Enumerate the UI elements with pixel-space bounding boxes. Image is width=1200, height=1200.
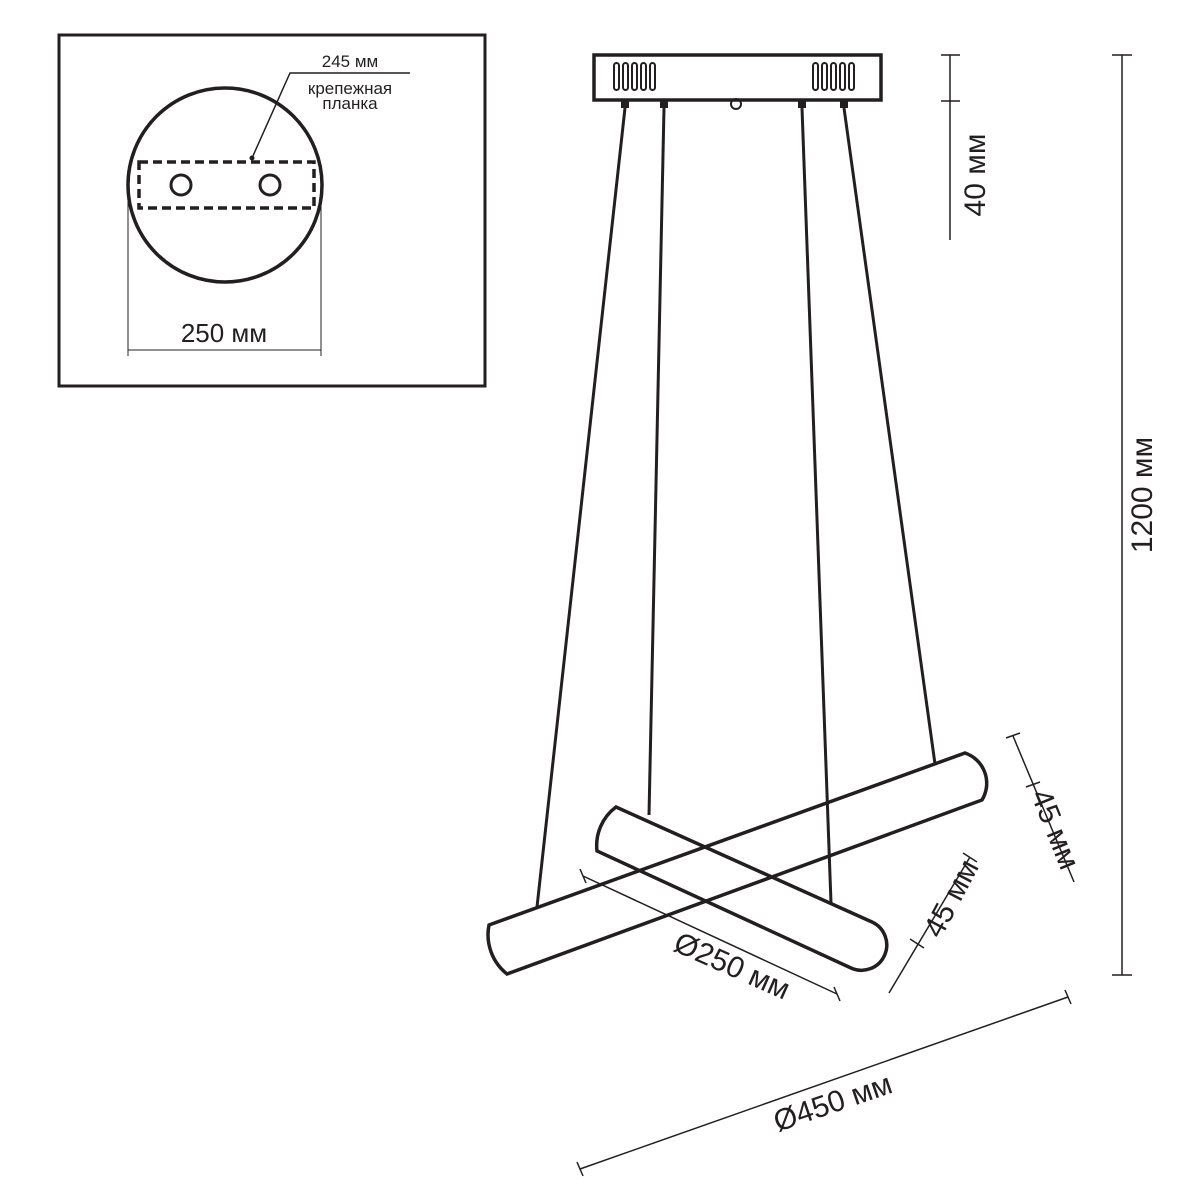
- canopy-vents-right: [812, 62, 855, 91]
- bracket-label-line1: крепежная: [308, 79, 392, 98]
- dim-large-ring-diameter: Ø450 мм: [576, 989, 1072, 1177]
- large-ring-thickness-label: 45 мм: [1024, 785, 1086, 874]
- inset-panel: 245 мм крепежная планка 250 мм: [57, 33, 487, 388]
- mounting-hole-right: [258, 173, 282, 197]
- small-ring-thickness-label: 45 мм: [918, 854, 986, 943]
- large-ring-diameter-label: Ø450 мм: [769, 1067, 896, 1138]
- canopy-vents-left: [613, 62, 656, 91]
- dim-small-ring-thickness: 45 мм: [888, 852, 986, 994]
- leader-dot: [249, 155, 255, 161]
- cable-small-ring-left: [647, 107, 666, 816]
- cable-large-ring-right: [842, 107, 937, 765]
- canopy-circle: [126, 86, 324, 284]
- bracket-leader-line: [251, 72, 410, 159]
- lamp-side-view: [486, 53, 989, 976]
- mounting-hole-left: [169, 173, 193, 197]
- dim-large-ring-thickness: 45 мм: [1005, 732, 1086, 883]
- mounting-bracket: [137, 160, 316, 210]
- inset-frame: [57, 33, 487, 388]
- total-height-label: 1200 мм: [1126, 437, 1159, 553]
- large-ring: [486, 751, 989, 976]
- cable-large-ring-left: [535, 107, 627, 908]
- dim-total-height: 1200 мм: [1112, 54, 1159, 976]
- canopy-height-label: 40 мм: [959, 134, 992, 217]
- bracket-label-line2: планка: [322, 94, 378, 113]
- cable-small-ring-right: [800, 107, 833, 904]
- small-ring: [594, 804, 889, 972]
- center-wire-entry: [730, 98, 742, 110]
- canopy-diameter-label: 250 мм: [181, 318, 267, 348]
- cable-grips: [621, 100, 848, 108]
- dim-canopy-height: 40 мм: [941, 54, 992, 240]
- plate-length-label: 245 мм: [322, 52, 378, 71]
